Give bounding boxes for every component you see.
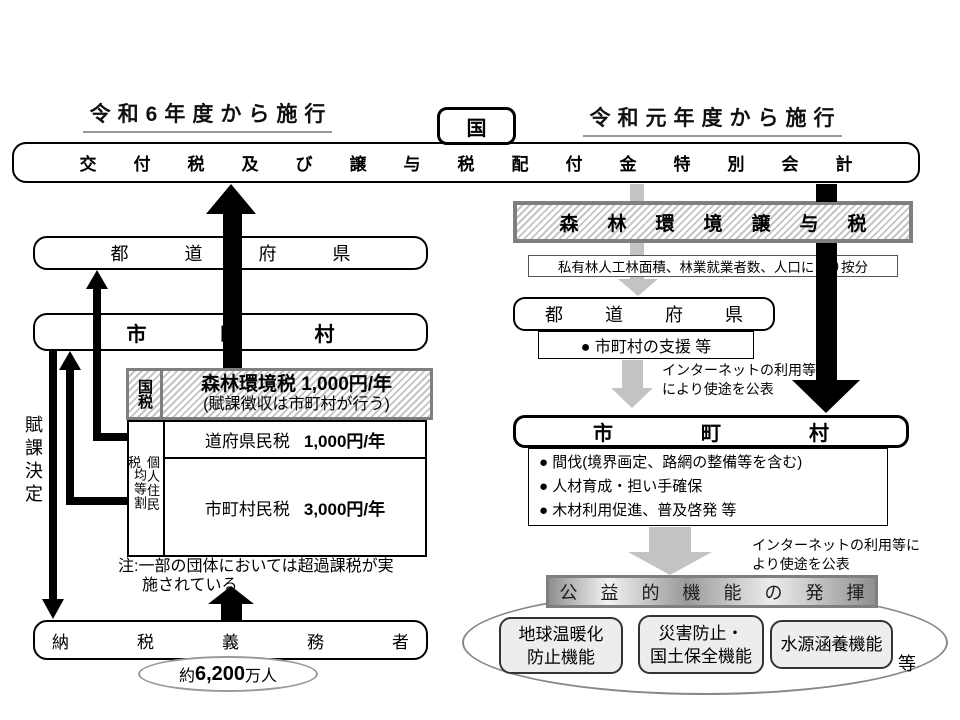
arrow-shaft-preftax-horizontal bbox=[93, 433, 128, 441]
heading-right: 令和元年度から施行 bbox=[552, 102, 872, 137]
gray-arrow-shaft-pref-to-muni bbox=[622, 360, 643, 389]
special-account-label: 交付税及び譲与税配付金特別会計 bbox=[79, 155, 890, 174]
prefecture-use-label: ● 市町村の支援 等 bbox=[580, 339, 712, 356]
list-item: ● 木材利用促進、普及啓発 等 bbox=[539, 502, 737, 519]
nation-label: 国 bbox=[466, 117, 487, 140]
pref-tax-name: 道府県民税 bbox=[204, 432, 290, 451]
taxpayer-label: 納税義務者 bbox=[52, 632, 477, 652]
allocation-label: 私有林人工林面積、林業就業者数、人口により按分 bbox=[557, 260, 869, 275]
black-stub-account-to-transfer bbox=[816, 184, 837, 202]
function-warming-line1: 地球温暖化 bbox=[518, 624, 604, 644]
national-tax-cell: 国税 bbox=[129, 371, 163, 417]
allocation-box: 私有林人工林面積、林業就業者数、人口により按分 bbox=[528, 255, 898, 277]
list-item: ● 人材育成・担い手確保 bbox=[539, 478, 703, 495]
gray-arrow-shaft-muni-to-benefit bbox=[649, 527, 691, 553]
muni-tax-value: 3,000円/年 bbox=[303, 499, 386, 519]
note-text: 注:一部の団体においては超過課税が実 施されている bbox=[118, 557, 394, 595]
assessment-label: 賦課決定 bbox=[23, 415, 43, 507]
prefecture-use-box: ● 市町村の支援 等 bbox=[538, 331, 754, 359]
taxpayer-box: 納税義務者 bbox=[33, 620, 428, 660]
pref-tax-value: 1,000円/年 bbox=[303, 432, 386, 451]
note-line2: 施されている bbox=[142, 577, 238, 594]
function-disaster-line2: 国土保全機能 bbox=[650, 646, 752, 666]
gray-stub-account-to-transfer bbox=[630, 184, 644, 202]
count-prefix: 約 bbox=[178, 668, 195, 685]
forest-tax-text: 森林環境税 1,000円/年 (賦課徴収は市町村が行う) bbox=[163, 371, 430, 417]
table-row: 道府県民税 1,000円/年 bbox=[165, 422, 425, 459]
resident-tax-table: 個人住民税 均等割 道府県民税 1,000円/年 市町村民税 3,000円/年 bbox=[126, 420, 427, 557]
municipality-uses-box: ● 間伐(境界画定、路網の整備等を含む) ● 人材育成・担い手確保 ● 木材利用… bbox=[528, 448, 888, 526]
disclosure-upper-text: インターネットの利用等 により使途を公表 bbox=[662, 361, 816, 399]
disclosure-lower-line2: より使途を公表 bbox=[752, 556, 850, 572]
function-disaster-line1: 災害防止・ bbox=[658, 623, 744, 643]
up-arrow-shaft-taxpayer bbox=[221, 602, 242, 620]
nation-box: 国 bbox=[437, 107, 516, 145]
forest-tax-title: 森林環境税 1,000円/年 bbox=[200, 374, 393, 395]
up-arrow-head-tax-to-nation bbox=[206, 184, 256, 214]
national-tax-label: 国税 bbox=[136, 379, 153, 409]
count-suffix: 万人 bbox=[245, 668, 278, 685]
per-capita-label: 均等割 bbox=[132, 467, 147, 510]
resident-tax-rows: 道府県民税 1,000円/年 市町村民税 3,000円/年 bbox=[165, 422, 425, 555]
gray-arrow-head-to-prefecture bbox=[618, 279, 658, 296]
heading-left: 令和6年度から施行 bbox=[55, 98, 360, 133]
function-box-warming: 地球温暖化 防止機能 bbox=[499, 617, 623, 674]
arrow-shaft-munitax-horizontal bbox=[66, 497, 128, 505]
arrow-head-munitax-to-municipality bbox=[59, 351, 81, 370]
table-row: 市町村民税 3,000円/年 bbox=[165, 459, 425, 555]
arrow-head-preftax-to-prefecture bbox=[86, 270, 108, 289]
muni-tax-name: 市町村民税 bbox=[204, 499, 290, 519]
etc-label: 等 bbox=[898, 654, 916, 674]
prefecture-right-label: 都道府県 bbox=[545, 305, 785, 325]
public-benefit-label: 公益的機能の発揮 bbox=[559, 582, 888, 603]
forest-tax-header-box: 国税 森林環境税 1,000円/年 (賦課徴収は市町村が行う) bbox=[126, 368, 433, 420]
gray-arrow-head-pref-to-muni bbox=[611, 388, 653, 408]
assessment-arrow-head bbox=[42, 599, 64, 619]
municipality-right-box: 市町村 bbox=[513, 415, 909, 448]
forest-tax-subtitle: (賦課徴収は市町村が行う) bbox=[203, 396, 390, 413]
function-box-disaster: 災害防止・ 国土保全機能 bbox=[638, 615, 764, 674]
black-arrow-head-to-municipality bbox=[792, 380, 860, 413]
resident-tax-group-label: 個人住民税 bbox=[126, 455, 160, 512]
list-item: ● 間伐(境界画定、路網の整備等を含む) bbox=[539, 454, 803, 471]
transfer-tax-box: 森林環境譲与税 bbox=[513, 201, 913, 243]
heading-right-label: 令和元年度から施行 bbox=[582, 102, 842, 137]
up-arrow-shaft-tax-to-nation bbox=[223, 212, 242, 368]
disclosure-lower-text: インターネットの利用等に より使途を公表 bbox=[752, 536, 920, 574]
prefecture-right-box: 都道府県 bbox=[513, 297, 775, 331]
up-arrow-head-taxpayer bbox=[208, 586, 254, 604]
arrow-shaft-munitax-vertical bbox=[66, 368, 74, 505]
assessment-arrow-shaft bbox=[49, 350, 57, 600]
public-benefit-bar: 公益的機能の発揮 bbox=[546, 575, 878, 608]
disclosure-upper-line2: により使途を公表 bbox=[662, 381, 774, 397]
disclosure-lower-line1: インターネットの利用等に bbox=[752, 537, 920, 553]
gray-arrow-head-muni-to-benefit bbox=[628, 552, 712, 575]
count-number: 6,200 bbox=[194, 662, 246, 685]
special-account-box: 交付税及び譲与税配付金特別会計 bbox=[12, 142, 920, 183]
black-arrow-shaft-to-municipality bbox=[816, 243, 837, 382]
heading-left-label: 令和6年度から施行 bbox=[82, 98, 333, 133]
function-water-line1: 水源涵養機能 bbox=[780, 635, 883, 654]
taxpayer-count-ellipse: 約 6,200 万人 bbox=[138, 656, 318, 692]
transfer-tax-label: 森林環境譲与税 bbox=[559, 213, 896, 235]
disclosure-upper-line1: インターネットの利用等 bbox=[662, 362, 816, 378]
arrow-shaft-preftax-vertical bbox=[93, 287, 101, 441]
resident-tax-label-cell: 個人住民税 均等割 bbox=[126, 422, 165, 555]
municipality-right-label: 市町村 bbox=[593, 423, 917, 445]
function-warming-line2: 防止機能 bbox=[527, 647, 595, 667]
function-box-water: 水源涵養機能 bbox=[770, 620, 893, 669]
note-line1: 注:一部の団体においては超過課税が実 bbox=[118, 558, 394, 575]
